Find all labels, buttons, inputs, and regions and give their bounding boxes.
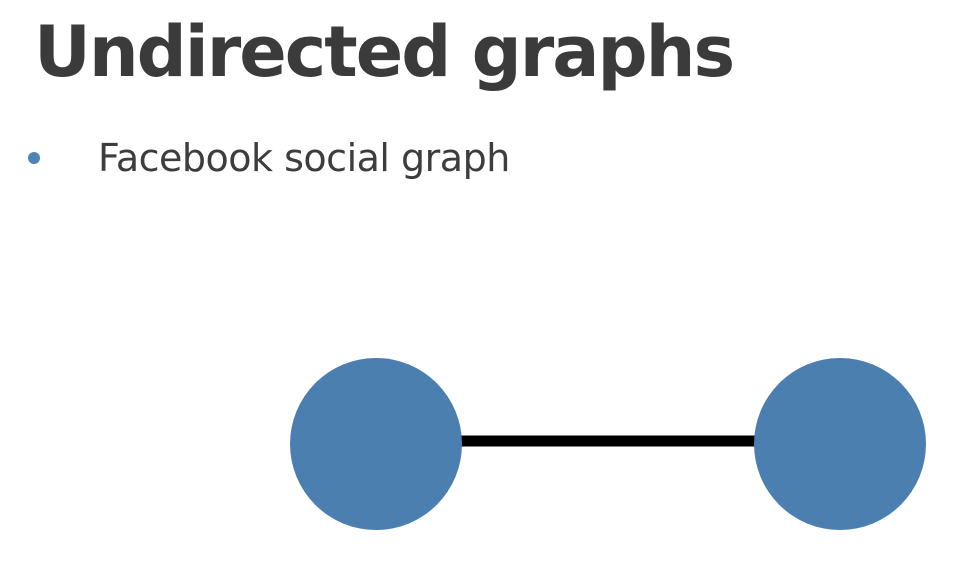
- graph-node-left: [290, 358, 462, 530]
- graph-node-right: [754, 358, 926, 530]
- bullet-text: Facebook social graph: [98, 136, 510, 180]
- slide-title: Undirected graphs: [34, 11, 735, 93]
- bullet-dot-icon: [28, 152, 40, 164]
